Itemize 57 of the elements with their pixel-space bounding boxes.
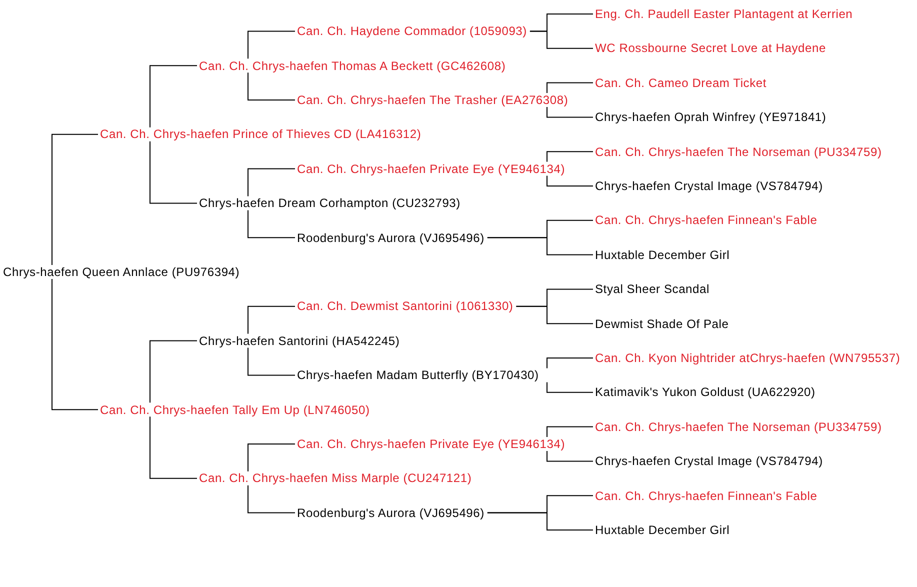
pedigree-connector (546, 175, 594, 186)
dog-name: Can. Ch. Chrys-haefen Finnean's Fable (595, 212, 818, 228)
pedigree-connector (516, 306, 594, 324)
pedigree-connector (546, 82, 594, 94)
pedigree-connector (546, 151, 594, 162)
dog-name: Can. Ch. Chrys-haefen The Trasher (EA276308) (297, 92, 568, 108)
dog-name: Can. Ch. Haydene Commador (1059093) (297, 23, 553, 40)
pedigree-connector (150, 65, 198, 128)
dog-name: Chrys-haefen Dream Corhampton (CU232793) (199, 195, 460, 212)
dog-name: Chrys-haefen Crystal Image (VS784794) (595, 453, 823, 470)
pedigree-connector (52, 278, 98, 410)
pedigree-connector (546, 382, 594, 393)
dog-name: Can. Ch. Cameo Dream Ticket (595, 74, 766, 91)
dog-name: Huxtable December Girl (595, 246, 730, 263)
pedigree-connector (546, 358, 594, 369)
pedigree-connector (52, 134, 98, 266)
pedigree-connector (248, 306, 296, 334)
dog-name: Can. Ch. Kyon Nightrider atChrys-haefen (WN795537) (595, 350, 900, 366)
pedigree-connector (150, 340, 198, 404)
dog-name: Chrys-haefen Madam Butterfly (BY170430) (297, 367, 553, 384)
dog-name: Chrys-haefen Santorini (HA542245) (199, 332, 400, 349)
pedigree-connector (248, 168, 296, 197)
pedigree-connector (546, 426, 594, 438)
dog-name: Can. Ch. Chrys-haefen Private Eye (YE946134) (297, 160, 565, 177)
pedigree-connector (248, 210, 296, 238)
dog-name: Can. Ch. Chrys-haefen The Norseman (PU334759) (595, 418, 882, 435)
dog-name: Can. Ch. Chrys-haefen The Norseman (PU334759) (595, 144, 882, 160)
dog-name: Can. Ch. Chrys-haefen Tally Em Up (LN746050) (100, 402, 370, 418)
pedigree-connector (248, 30, 296, 60)
dog-name: Styal Sheer Scandal (595, 281, 710, 298)
pedigree-connector (546, 106, 594, 118)
dog-name: Can. Ch. Chrys-haefen Prince of Thieves CD (LA416312) (100, 126, 422, 142)
dog-name: Eng. Ch. Paudell Easter Plantagent at Kerrien (595, 6, 853, 22)
dog-name: WC Rossbourne Secret Love at Haydene (595, 40, 826, 56)
pedigree-connector (248, 72, 296, 100)
dog-name: Can. Ch. Dewmist Santorini (1061330) (297, 298, 553, 314)
dog-name: Dewmist Shade Of Pale (595, 316, 729, 332)
pedigree-connector (150, 140, 198, 204)
pedigree-connector (546, 450, 594, 462)
dog-name: Roodenburg's Aurora (VJ695496) (297, 504, 553, 521)
dog-name: Can. Ch. Chrys-haefen Miss Marple (CU247121) (199, 470, 472, 486)
dog-name: Roodenburg's Aurora (VJ695496) (297, 230, 553, 246)
dog-name: Huxtable December Girl (595, 522, 730, 538)
pedigree-connector (248, 444, 296, 472)
dog-name: Katimavik's Yukon Goldust (UA622920) (595, 384, 816, 400)
pedigree-connector (486, 512, 594, 530)
pedigree-connector (529, 30, 594, 49)
dog-name: Can. Ch. Chrys-haefen Finnean's Fable (595, 488, 818, 504)
dog-name: Chrys-haefen Oprah Winfrey (YE971841) (595, 109, 826, 126)
dog-name: Can. Ch. Chrys-haefen Private Eye (YE946134) (297, 436, 565, 452)
pedigree-connector (150, 416, 198, 479)
pedigree-connector (248, 484, 296, 514)
dog-name: Chrys-haefen Queen Annlace (PU976394) (3, 264, 240, 280)
pedigree-connector (486, 237, 594, 256)
dog-name: Can. Ch. Chrys-haefen Thomas A Beckett (GC462608) (199, 58, 506, 74)
pedigree-connector (248, 347, 296, 376)
dog-name: Chrys-haefen Crystal Image (VS784794) (595, 178, 823, 194)
